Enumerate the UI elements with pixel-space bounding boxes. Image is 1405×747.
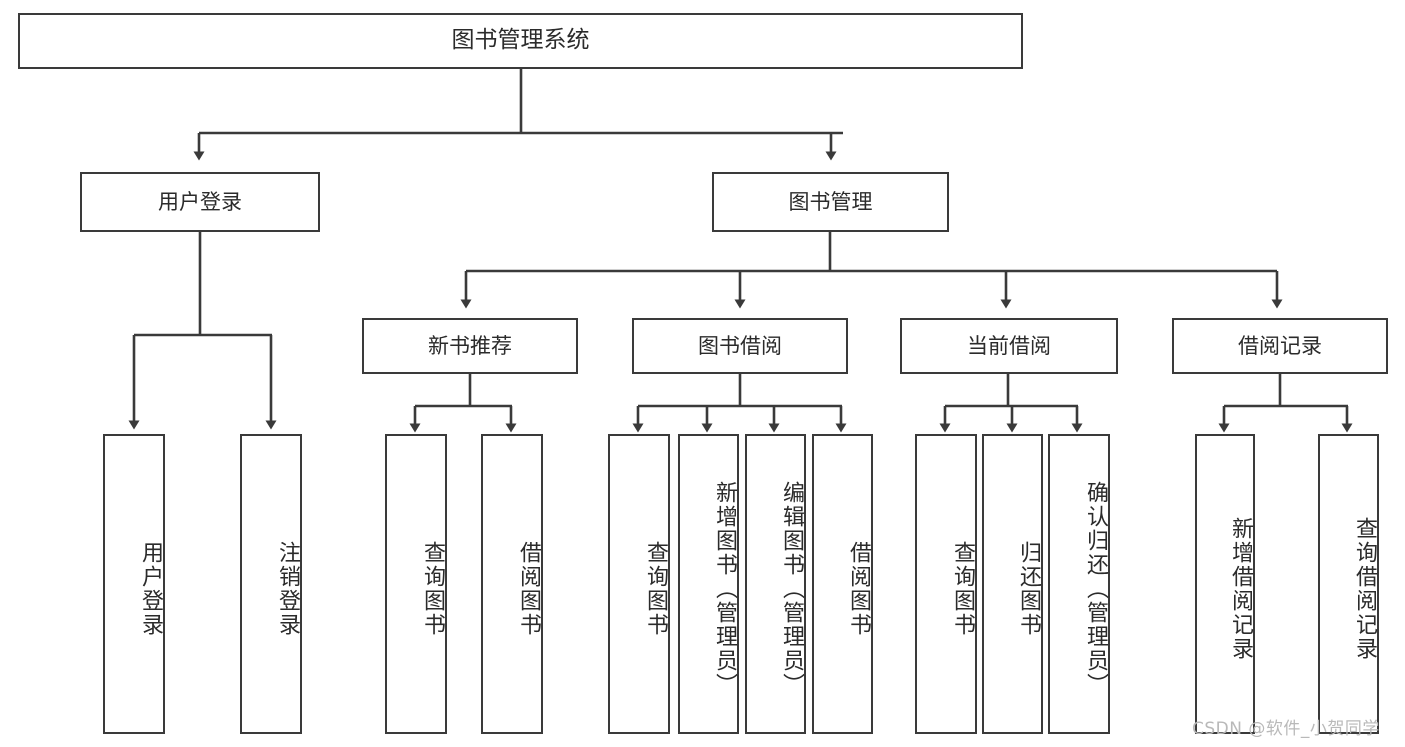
node-leaf-7[interactable]: 借阅图书 xyxy=(812,434,873,734)
node-leaf-10[interactable]: 确认归还（管理员） xyxy=(1048,434,1110,734)
node-leaf-0[interactable]: 用户登录 xyxy=(103,434,165,734)
node-leaf-12[interactable]: 查询借阅记录 xyxy=(1318,434,1379,734)
node-leaf-2[interactable]: 查询图书 xyxy=(385,434,447,734)
node-leaf-4[interactable]: 查询图书 xyxy=(608,434,670,734)
node-leaf-9[interactable]: 归还图书 xyxy=(982,434,1043,734)
node-level2-current-borrow[interactable]: 当前借阅 xyxy=(900,318,1118,374)
node-leaf-6[interactable]: 编辑图书（管理员） xyxy=(745,434,806,734)
node-leaf-3[interactable]: 借阅图书 xyxy=(481,434,543,734)
node-level2-book-borrow[interactable]: 图书借阅 xyxy=(632,318,848,374)
node-level2-borrow-record[interactable]: 借阅记录 xyxy=(1172,318,1388,374)
node-level1-user-login[interactable]: 用户登录 xyxy=(80,172,320,232)
node-leaf-8[interactable]: 查询图书 xyxy=(915,434,977,734)
node-leaf-1[interactable]: 注销登录 xyxy=(240,434,302,734)
csdn-watermark: CSDN @软件_小贺同学 xyxy=(1192,719,1380,739)
node-level2-new-book-recommend[interactable]: 新书推荐 xyxy=(362,318,578,374)
node-leaf-11[interactable]: 新增借阅记录 xyxy=(1195,434,1255,734)
node-level1-book-management[interactable]: 图书管理 xyxy=(712,172,949,232)
node-leaf-5[interactable]: 新增图书（管理员） xyxy=(678,434,739,734)
node-root[interactable]: 图书管理系统 xyxy=(18,13,1023,69)
